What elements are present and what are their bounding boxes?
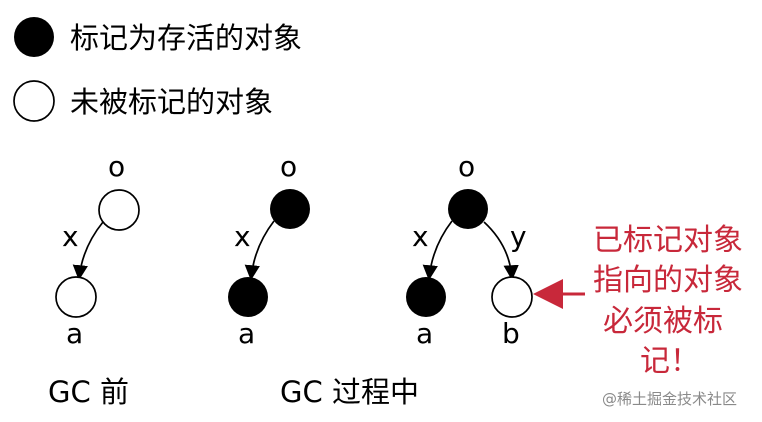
legend-filled-marker	[14, 17, 54, 57]
edge-y-during2	[483, 221, 519, 281]
node-o-during2	[448, 189, 488, 229]
annotation-line-4: 记！	[640, 344, 700, 379]
edge-x-during2-label: x	[412, 220, 429, 253]
legend: 标记为存活的对象 未被标记的对象	[13, 17, 302, 122]
node-o-during1	[270, 189, 310, 229]
legend-filled-label: 标记为存活的对象	[70, 21, 302, 55]
annotation-line-3: 必须被标	[603, 304, 723, 339]
title-before-gc: GC 前	[48, 375, 129, 409]
legend-hollow-marker	[13, 80, 55, 122]
node-o-during1-label: o	[280, 150, 297, 183]
edge-x-before-label: x	[62, 220, 79, 253]
node-a-before-label: a	[66, 317, 83, 350]
node-a-during1-label: a	[238, 317, 255, 350]
node-b-during2	[491, 276, 533, 318]
legend-hollow-label: 未被标记的对象	[70, 85, 273, 119]
diagram-during-gc-step2: o x y a b	[406, 150, 533, 350]
edge-x-before	[72, 221, 104, 281]
edge-y-during2-label: y	[510, 220, 527, 253]
edge-x-during1-label: x	[234, 220, 251, 253]
node-b-during2-label: b	[502, 317, 520, 350]
node-a-during1	[228, 277, 268, 317]
title-during-gc: GC 过程中	[280, 375, 419, 409]
edge-x-during1	[244, 220, 275, 281]
annotation: 已标记对象 指向的对象 必须被标 记！	[533, 223, 743, 379]
node-a-during2-label: a	[416, 317, 433, 350]
watermark: @稀土掘金技术社区	[602, 390, 737, 408]
node-o-during2-label: o	[458, 150, 475, 183]
node-o-before	[98, 189, 140, 231]
diagram-before-gc: o x a GC 前	[48, 150, 140, 409]
node-o-before-label: o	[108, 150, 125, 183]
node-a-during2	[406, 277, 446, 317]
annotation-line-2: 指向的对象	[593, 263, 743, 298]
node-a-before	[55, 276, 97, 318]
diagram-during-gc-step1: o x a	[228, 150, 310, 350]
edge-x-during2	[422, 220, 453, 281]
annotation-line-1: 已标记对象	[593, 223, 743, 258]
